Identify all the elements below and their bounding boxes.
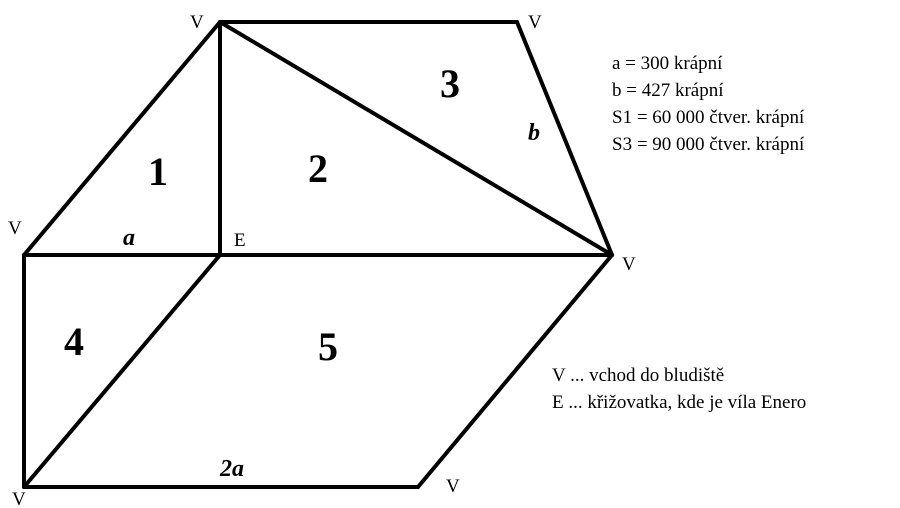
vertex-label-left: V (8, 218, 22, 239)
vertex-label-center: E (234, 230, 246, 251)
given-s3: S3 = 90 000 čtver. krápní (612, 134, 805, 155)
given-values: a = 300 krápní b = 427 krápní S1 = 60 00… (612, 50, 804, 158)
vertex-label-top-right: V (528, 12, 542, 33)
vertex-label-right: V (622, 254, 636, 275)
vertex-label-bottom-left: V (12, 489, 26, 508)
legend: V ... vchod do bludiště E ... křižovatka… (552, 362, 806, 416)
legend-e: E ... křižovatka, kde je víla Enero (552, 392, 807, 413)
given-s1: S1 = 60 000 čtver. krápní (612, 107, 805, 128)
edge-right-lower (416, 253, 614, 489)
legend-v: V ... vchod do bludiště (552, 365, 725, 386)
region-3-label: 3 (440, 61, 460, 106)
edge-b (515, 20, 614, 257)
vertex-label-top-left: V (190, 12, 204, 33)
given-a: a = 300 krápní (612, 53, 723, 74)
edge-label-2a: 2a (219, 456, 244, 482)
given-b: b = 427 krápní (612, 80, 724, 101)
edge-inner-diagonal (218, 20, 614, 257)
vertex-label-bottom-right: V (446, 476, 460, 497)
region-4-label: 4 (64, 319, 84, 364)
region-2-label: 2 (308, 146, 328, 191)
edge-lower-diagonal (22, 253, 222, 489)
region-5-label: 5 (318, 324, 338, 369)
edge-label-b: b (528, 120, 540, 146)
region-1-label: 1 (148, 149, 168, 194)
edges (22, 20, 614, 489)
edge-label-a: a (123, 225, 135, 251)
edge-top-left-diagonal (22, 20, 222, 257)
